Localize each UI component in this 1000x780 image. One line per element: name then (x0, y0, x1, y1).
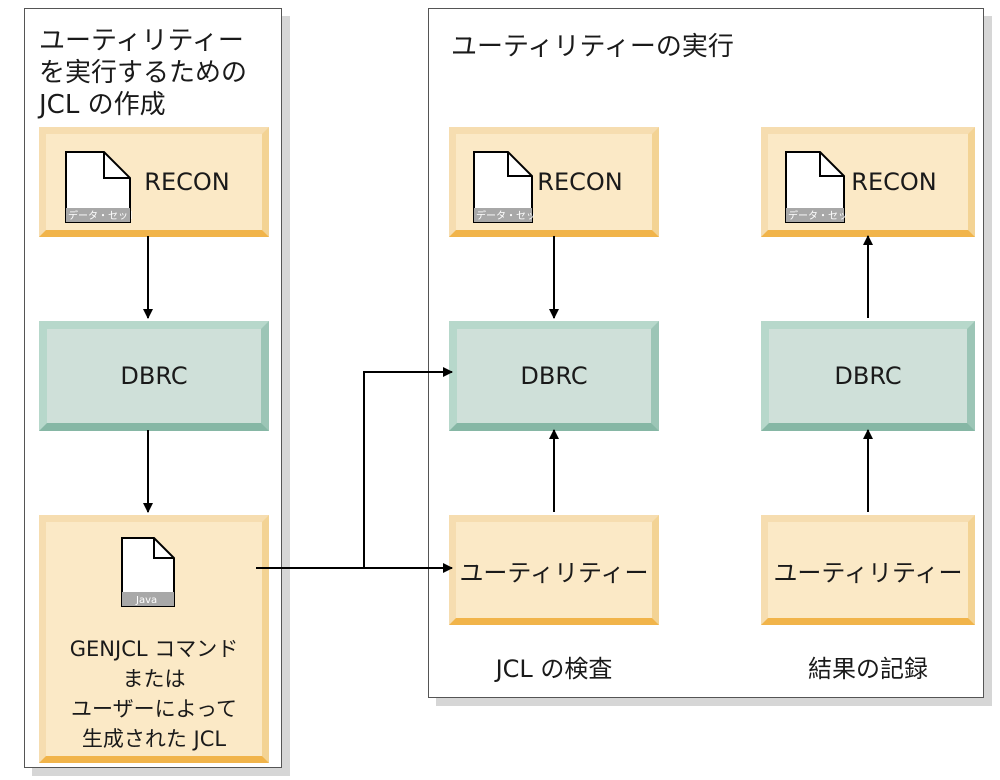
java-document-icon: Java (121, 537, 175, 607)
document-icon-caption: データ・セット (68, 209, 132, 222)
record-results-caption: 結果の記録 (808, 655, 928, 683)
genjcl-store: Java GENJCL コマンド または ユーザーによって 生成された JCL (39, 515, 269, 763)
arrow-genjcl-to-dbrc (256, 367, 453, 569)
utility-label: ユーティリティー (459, 558, 649, 587)
panel-title-run-utility: ユーティリティーの実行 (451, 32, 734, 62)
recon-store-left: データ・セット RECON (39, 127, 269, 237)
document-icon: データ・セット (785, 151, 846, 223)
recon-label: RECON (144, 168, 230, 196)
panel-title-create-jcl: ユーティリティー を実行するための JCL の作成 (39, 26, 248, 120)
document-icon-caption: データ・セット (788, 209, 846, 222)
recon-label: RECON (851, 168, 937, 196)
utility-label: ユーティリティー (773, 558, 963, 587)
panel-create-jcl: ユーティリティー を実行するための JCL の作成 データ・セット RECON … (24, 8, 282, 768)
java-icon-caption: Java (135, 595, 157, 606)
document-icon: データ・セット (473, 151, 534, 223)
dbrc-label: DBRC (520, 362, 588, 390)
recon-store-record: データ・セット RECON (761, 127, 975, 237)
dbrc-process-check: DBRC (449, 321, 659, 431)
genjcl-text: GENJCL コマンド または ユーザーによって 生成された JCL (69, 637, 239, 751)
dbrc-process-record: DBRC (761, 321, 975, 431)
panel-run-utility: ユーティリティーの実行 データ・セット RECON DBRC ユーティリティー … (428, 8, 984, 698)
dbrc-label: DBRC (120, 362, 188, 390)
document-icon-caption: データ・セット (476, 209, 534, 222)
recon-store-check: データ・セット RECON (449, 127, 659, 237)
document-icon: データ・セット (65, 151, 132, 223)
utility-store-record: ユーティリティー (761, 515, 975, 625)
utility-store-check: ユーティリティー (449, 515, 659, 625)
check-jcl-caption: JCL の検査 (495, 655, 613, 683)
dbrc-label: DBRC (834, 362, 902, 390)
recon-label: RECON (537, 168, 623, 196)
dbrc-process-left: DBRC (39, 321, 269, 431)
